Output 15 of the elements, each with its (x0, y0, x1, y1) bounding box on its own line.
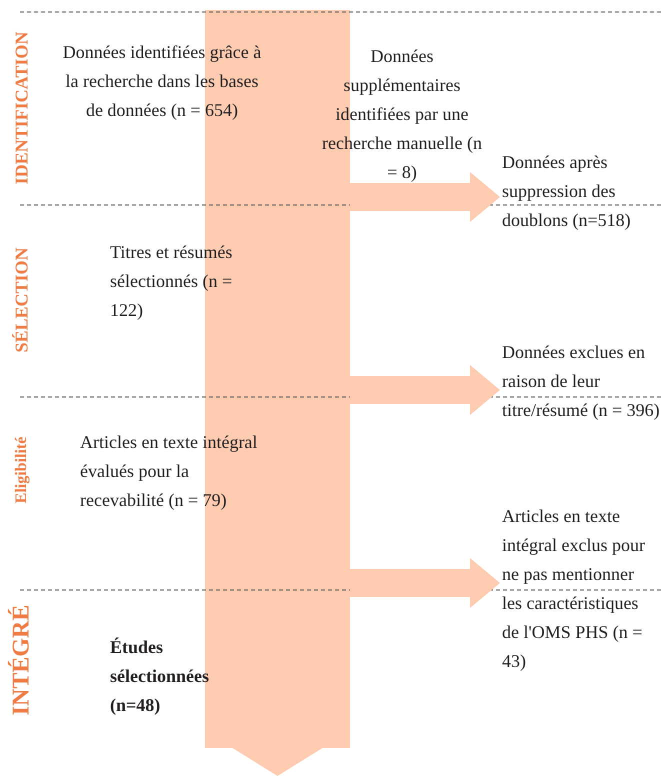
flow-step-text: Données identifiées grâce à la recherche dans les bases de données (n = 654) (62, 38, 262, 183)
arrow (350, 172, 500, 222)
arrow (350, 365, 500, 415)
stage-label: Eligibilité (13, 436, 31, 504)
flow-step-text: Études sélectionnées (n=48) (110, 633, 250, 725)
flow-step-text: Articles en texte intégral évalués pour la recevabilité (n = 79) (80, 428, 270, 546)
arrow (350, 558, 500, 608)
flow-step-text: Titres et résumés sélectionnés (n = 122) (110, 238, 235, 358)
flow-step-text: Données exclues en raison de leur titre/résumé (n = 396) (502, 338, 660, 456)
stage-label: INTÉGRÉ (8, 604, 36, 716)
flow-step-text: Articles en texte intégral exclus pour ne pas mentionner les caractéristiques de l'OMS PHS (n = 43) (502, 502, 652, 742)
stage-label: IDENTIFICATION (12, 32, 32, 184)
flow-step-text: Données après suppression des doublons (n=518) (502, 148, 660, 268)
flow-step-text: Données supplémentaires identifiées par une recherche manuelle (n = 8) (322, 42, 482, 187)
stage-label: SÉLECTION (12, 247, 32, 353)
